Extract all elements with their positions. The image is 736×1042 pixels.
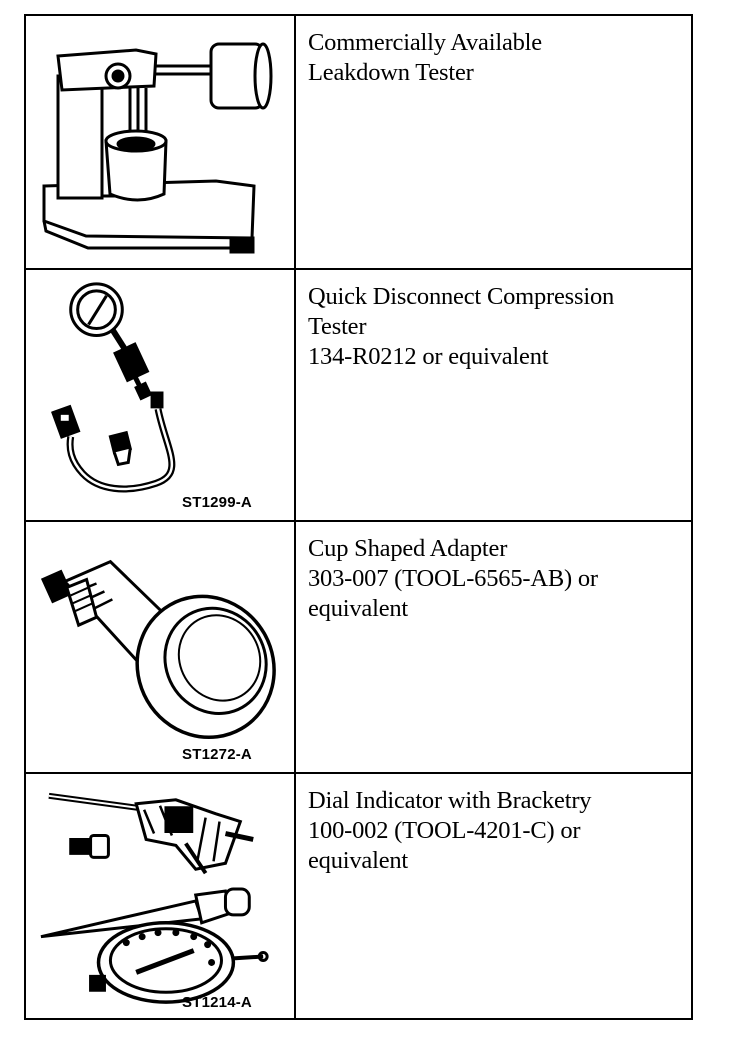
tool-name-cont: Tester bbox=[308, 313, 367, 340]
tool-part-number-cont: equivalent bbox=[308, 847, 409, 874]
tool-row-cup-adapter: ST1272-A Cup Shaped Adapter 303-007 (TOO… bbox=[26, 520, 691, 772]
tool-part-number: 303-007 (TOOL-6565-AB) or bbox=[308, 565, 598, 592]
tool-description-cell: Cup Shaped Adapter 303-007 (TOOL-6565-AB… bbox=[296, 522, 691, 772]
figure-label: ST1214-A bbox=[182, 994, 252, 1011]
tool-name: Quick Disconnect Compression bbox=[308, 283, 615, 310]
figure-label: ST1299-A bbox=[182, 494, 252, 511]
figure-label: ST1272-A bbox=[182, 746, 252, 763]
tool-part-number: 134-R0212 or equivalent bbox=[308, 343, 549, 370]
special-tools-table: Commercially Available Leakdown Tester bbox=[24, 14, 693, 1020]
tool-description-cell: Commercially Available Leakdown Tester bbox=[296, 16, 691, 268]
cup-adapter-icon bbox=[26, 522, 294, 772]
tool-illustration-cell: ST1214-A bbox=[26, 774, 296, 1018]
tool-part-number: 100-002 (TOOL-4201-C) or bbox=[308, 817, 581, 844]
tool-name: Dial Indicator with Bracketry bbox=[308, 787, 592, 814]
tool-description-cell: Dial Indicator with Bracketry 100-002 (T… bbox=[296, 774, 691, 1018]
tool-illustration-cell: ST1272-A bbox=[26, 522, 296, 772]
tool-name: Commercially Available bbox=[308, 29, 542, 56]
tool-row-leakdown-tester: Commercially Available Leakdown Tester bbox=[26, 16, 691, 268]
compression-tester-icon bbox=[26, 270, 294, 520]
leakdown-tester-icon bbox=[26, 16, 294, 268]
tool-name-cont: Leakdown Tester bbox=[308, 59, 474, 86]
tool-illustration-cell: ST1299-A bbox=[26, 270, 296, 520]
tool-illustration-cell bbox=[26, 16, 296, 268]
dial-indicator-icon bbox=[26, 774, 294, 1018]
tool-row-compression-tester: ST1299-A Quick Disconnect Compression Te… bbox=[26, 268, 691, 520]
tool-description-cell: Quick Disconnect Compression Tester 134-… bbox=[296, 270, 691, 520]
tool-name: Cup Shaped Adapter bbox=[308, 535, 508, 562]
tool-part-number-cont: equivalent bbox=[308, 595, 409, 622]
tool-row-dial-indicator: ST1214-A Dial Indicator with Bracketry 1… bbox=[26, 772, 691, 1018]
